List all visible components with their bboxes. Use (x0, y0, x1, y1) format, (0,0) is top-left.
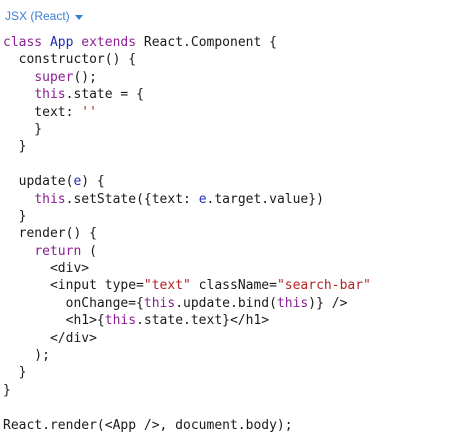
code-line: return ( (3, 243, 371, 260)
code-keyword: this (276, 295, 309, 311)
code-text (42, 35, 50, 50)
code-line: <h1>{this.state.text}</h1> (3, 312, 371, 329)
code-text: React.Component { (136, 35, 277, 50)
code-line: React.render(<App />, document.body); (3, 417, 371, 434)
code-text: text: (3, 104, 82, 120)
code-line: class App extends React.Component { (3, 34, 371, 51)
code-keyword: this (143, 295, 176, 311)
code-line: super(); (3, 69, 371, 86)
code-line: </div> (3, 330, 371, 347)
code-line: } (3, 382, 371, 399)
language-selector[interactable]: JSX (React) (5, 7, 83, 25)
code-text: .setState({text: (65, 191, 199, 207)
code-keyword: super (34, 69, 74, 85)
code-line: render() { (3, 225, 371, 242)
code-text: ( (81, 243, 97, 259)
code-text: } (3, 382, 11, 398)
code-text: ) { (81, 174, 105, 190)
code-line: } (3, 364, 371, 381)
code-string: "search-bar" (276, 278, 371, 294)
language-label: JSX (React) (5, 9, 70, 23)
code-text: (); (73, 69, 97, 85)
code-text: .update.bind( (175, 295, 277, 311)
code-text: <div> (3, 261, 90, 277)
code-line: this.setState({text: e.target.value}) (3, 191, 371, 208)
code-line: constructor() { (3, 51, 371, 68)
code-text: </div> (3, 330, 97, 346)
code-text: } (3, 208, 27, 224)
code-text: constructor() { (3, 52, 137, 68)
code-text: render() { (3, 226, 97, 242)
code-keyword: this (104, 313, 137, 329)
code-identifier: App (49, 35, 74, 50)
code-text: update( (3, 174, 74, 190)
code-text: .state = { (65, 87, 144, 103)
code-line (3, 399, 371, 416)
chevron-down-icon (74, 14, 83, 20)
code-text: } (3, 139, 27, 155)
code-keyword: this (34, 87, 66, 103)
code-text: ); (3, 348, 50, 364)
code-text: <input type= (3, 278, 144, 294)
code-line: } (3, 121, 371, 138)
code-text (3, 87, 34, 102)
code-text: )} /> (308, 295, 348, 311)
code-text: } (3, 121, 43, 137)
code-keyword: return (34, 243, 82, 259)
code-text: className= (190, 278, 277, 294)
code-text: .target.value}) (206, 191, 324, 207)
code-line: ); (3, 347, 371, 364)
code-line: update(e) { (3, 173, 371, 190)
code-line: <div> (3, 260, 371, 277)
code-string: "text" (143, 278, 191, 294)
code-text: .state.text}</h1> (136, 313, 270, 329)
code-identifier: e (73, 174, 82, 190)
code-line: <input type="text" className="search-bar… (3, 277, 371, 294)
code-line: } (3, 138, 371, 155)
code-line: text: '' (3, 104, 371, 121)
code-line (3, 156, 371, 173)
code-line: this.state = { (3, 86, 371, 103)
code-text: React.render(<App />, document.body); (3, 417, 293, 433)
code-keyword: class (3, 35, 43, 50)
code-text (3, 70, 34, 85)
code-keyword: extends (81, 35, 137, 50)
code-text: <h1>{ (3, 313, 105, 329)
code-string: '' (81, 104, 97, 120)
code-text (3, 192, 34, 207)
code-keyword: this (34, 191, 66, 207)
code-text (3, 244, 34, 259)
code-line: } (3, 208, 371, 225)
code-text: } (3, 365, 27, 381)
code-identifier: e (198, 191, 207, 207)
code-text: onChange={ (3, 295, 144, 311)
code-block[interactable]: class App extends React.Component { cons… (3, 34, 371, 434)
code-line: onChange={this.update.bind(this)} /> (3, 295, 371, 312)
